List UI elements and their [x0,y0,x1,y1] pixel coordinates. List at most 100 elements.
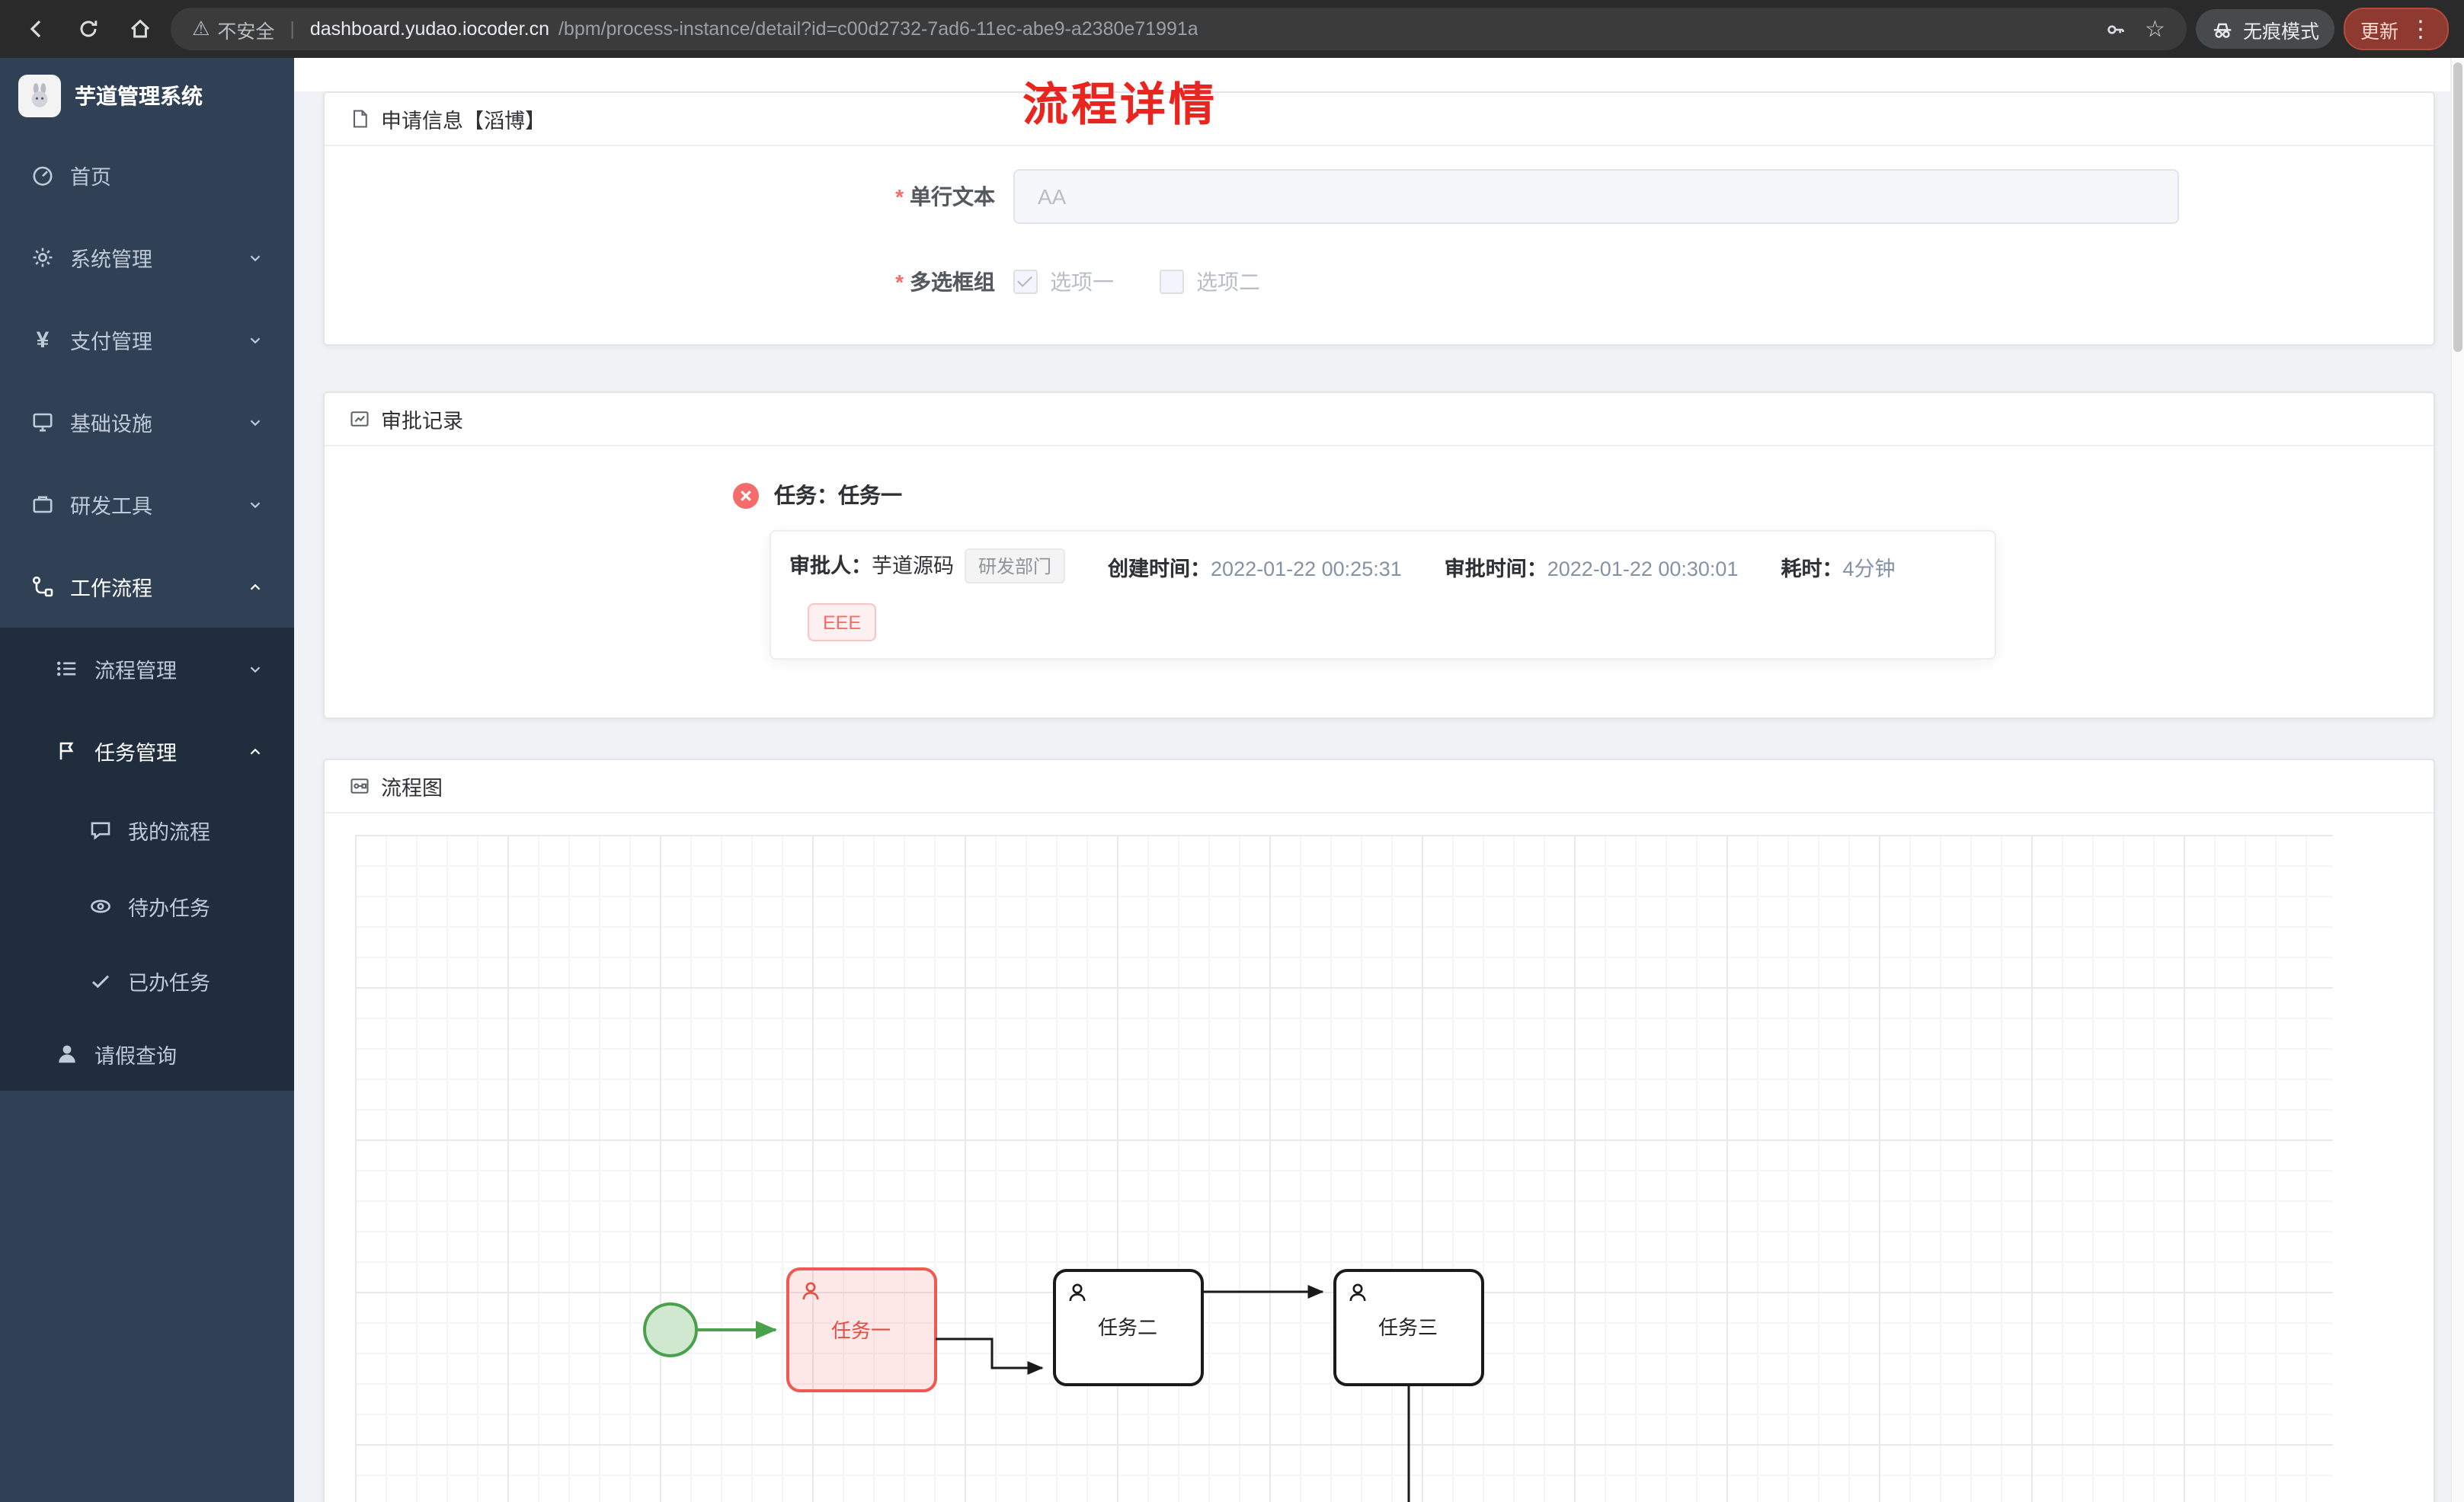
create-time-label: 创建时间： [1108,557,1211,580]
workflow-submenu: 流程管理 任务管理 我的流程 待办任务 [0,628,294,1091]
checkbox-option-1[interactable]: 选项一 [1013,267,1114,297]
refresh-button[interactable] [67,8,110,50]
scrollbar-thumb[interactable] [2453,62,2462,352]
approve-time-value: 2022-01-22 00:30:01 [1547,557,1739,580]
key-icon[interactable] [2104,18,2126,40]
check-icon [88,968,113,992]
security-chip[interactable]: ⚠ 不安全 [192,14,274,43]
sidebar-item-workflow[interactable]: 工作流程 [0,545,294,628]
main-content: 流程详情 申请信息【滔博】 单行文本 多选框组 选项一 [294,58,2464,1502]
back-arrow-icon [30,20,41,38]
approval-comment-tag: EEE [808,603,877,641]
task-node-2[interactable]: 任务二 [1053,1269,1204,1386]
approver-label: 审批人： [789,554,872,577]
sidebar-item-label: 我的流程 [128,821,210,844]
diagram-card-title: 流程图 [381,777,443,800]
approval-detail-box: 审批人：芋道源码研发部门 创建时间：2022-01-22 00:25:31 审批… [770,530,1996,660]
apply-card-header: 申请信息【滔博】 [325,93,2434,146]
approve-time-label: 审批时间： [1444,557,1547,580]
checkbox-group-label: 多选框组 [629,267,1013,297]
process-diagram-card: 流程图 [323,759,2435,1502]
apply-card-title: 申请信息【滔博】 [381,110,546,133]
flag-icon [55,739,79,763]
sidebar-item-devtools[interactable]: 研发工具 [0,463,294,545]
chevron-up-icon [247,578,264,595]
briefcase-icon [30,492,55,516]
duration-value: 4分钟 [1842,557,1896,580]
create-time-group: 创建时间：2022-01-22 00:25:31 [1108,551,1402,581]
chevron-down-icon [247,496,264,513]
checkbox-group-row: 多选框组 选项一 选项二 [325,267,2434,297]
checkbox-icon[interactable] [1160,270,1184,294]
page-scrollbar[interactable] [2450,58,2464,1502]
approval-card-title: 审批记录 [381,410,463,433]
sidebar-item-task-mgmt[interactable]: 任务管理 [0,710,294,792]
duration-group: 耗时：4分钟 [1781,551,1895,581]
eye-icon [88,893,113,918]
single-line-text-input[interactable] [1013,169,2179,224]
sidebar-item-system[interactable]: 系统管理 [0,216,294,299]
url-domain: dashboard.yudao.iocoder.cn [309,18,549,40]
sidebar-item-payment[interactable]: ¥ 支付管理 [0,299,294,381]
refresh-icon [80,21,98,37]
incognito-label: 无痕模式 [2242,21,2319,42]
sidebar: 芋道管理系统 首页 系统管理 ¥ 支付管理 基础设施 [0,58,294,1502]
approver-name: 芋道源码 [872,554,954,577]
task-node-3[interactable]: 任务三 [1333,1269,1484,1386]
sidebar-item-my-process[interactable]: 我的流程 [0,792,294,868]
yen-icon: ¥ [36,327,50,353]
checkbox-group: 选项一 选项二 [1013,267,1260,297]
sidebar-item-todo-task[interactable]: 待办任务 [0,868,294,943]
bookmark-star-icon[interactable]: ☆ [2145,17,2165,43]
flow-task1-to-task2 [936,1337,1044,1375]
workflow-icon [30,574,55,599]
security-label: 不安全 [217,21,275,42]
checkbox-option-label: 选项二 [1196,270,1260,294]
home-icon [130,19,150,38]
browser-menu-icon[interactable]: ⋮ [2409,17,2432,43]
sidebar-item-process-mgmt[interactable]: 流程管理 [0,628,294,710]
omnibox-actions: ☆ [2104,15,2165,43]
browser-toolbar: ⚠ 不安全 | dashboard.yudao.iocoder.cn /bpm/… [0,0,2464,58]
approval-timeline: 任务：任务一 审批人：芋道源码研发部门 创建时间：2022-01-22 00:2… [325,446,2434,660]
checkbox-option-2[interactable]: 选项二 [1160,267,1260,297]
sidebar-item-label: 已办任务 [128,971,210,994]
home-button[interactable] [119,8,162,50]
monitor-icon [30,410,55,434]
address-bar[interactable]: ⚠ 不安全 | dashboard.yudao.iocoder.cn /bpm/… [171,8,2187,50]
timeline-task-row: 任务：任务一 [733,480,2434,510]
back-button[interactable] [15,8,58,50]
task-node-label: 任务三 [1378,1316,1438,1339]
chrome-update-button[interactable]: 更新 ⋮ [2343,8,2449,50]
url-path: /bpm/process-instance/detail?id=c00d2732… [558,18,1198,40]
url-separator: | [290,18,295,40]
create-time-value: 2022-01-22 00:25:31 [1211,557,1402,580]
sidebar-item-label: 支付管理 [70,331,152,353]
checkbox-icon[interactable] [1013,270,1038,294]
sidebar-item-leave-query[interactable]: 请假查询 [0,1018,294,1091]
task-node-label: 任务一 [831,1319,891,1342]
sidebar-filler [0,1091,294,1502]
sidebar-item-done-task[interactable]: 已办任务 [0,943,294,1018]
update-label: 更新 [2360,21,2398,42]
bpmn-diagram: 任务一 任务二 [643,1267,1484,1502]
logo-avatar [18,75,61,117]
approve-time-group: 审批时间：2022-01-22 00:30:01 [1445,551,1739,581]
incognito-icon [2213,22,2232,37]
sidebar-item-label: 系统管理 [70,248,152,271]
dashboard-icon [30,163,55,187]
list-icon [55,657,79,681]
rabbit-icon [31,83,48,107]
chevron-down-icon [247,660,264,677]
page-title: 流程详情 [1022,81,1218,131]
bpmn-canvas[interactable]: 任务一 任务二 [355,835,2333,1502]
chevron-down-icon [247,249,264,266]
dept-tag: 研发部门 [965,548,1066,583]
sidebar-item-home[interactable]: 首页 [0,134,294,216]
person-icon [55,1042,79,1066]
task-node-1[interactable]: 任务一 [786,1267,937,1392]
sidebar-item-label: 工作流程 [70,577,152,600]
chat-bubble-icon [88,818,113,842]
start-event-node[interactable] [643,1302,698,1357]
sidebar-item-infra[interactable]: 基础设施 [0,381,294,463]
